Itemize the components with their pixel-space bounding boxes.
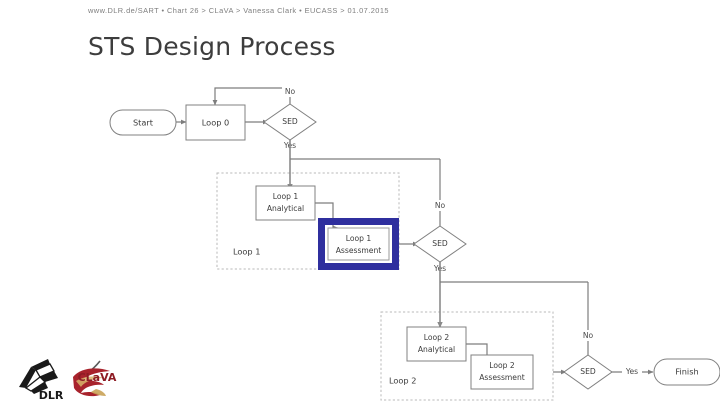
page-title: STS Design Process <box>88 32 336 61</box>
edge-label-sed1-no: No <box>435 201 446 210</box>
group-loop1-label: Loop 1 <box>233 247 260 257</box>
node-loop0[interactable]: Loop 0 <box>185 104 246 141</box>
node-finish[interactable]: Finish <box>653 358 720 386</box>
node-sed0[interactable]: SED <box>263 103 317 141</box>
node-sed2[interactable]: SED <box>563 354 613 390</box>
node-loop1-assessment[interactable]: Loop 1 Assessment <box>318 218 399 270</box>
node-sed0-label: SED <box>282 117 298 126</box>
group-loop2: Loop 2 <box>380 311 554 401</box>
node-loop1-assessment-label-1: Loop 1 <box>346 234 372 243</box>
node-sed2-label: SED <box>580 367 596 376</box>
node-loop1-analytical-label-1: Loop 1 <box>273 192 299 201</box>
node-loop1-analytical-label-2: Analytical <box>267 204 304 213</box>
edge-label-sed2-yes: Yes <box>625 367 638 376</box>
node-loop1-assessment-label-2: Assessment <box>336 246 382 255</box>
dlr-logo: DLR <box>19 359 64 401</box>
node-start-label: Start <box>133 118 154 128</box>
mask-sed1-no <box>431 200 449 211</box>
group-loop2-label: Loop 2 <box>389 376 416 386</box>
node-loop2-assessment-label-2: Assessment <box>479 373 525 382</box>
node-finish-shape[interactable] <box>653 358 720 386</box>
node-start[interactable]: Start <box>109 109 177 136</box>
mask-sed0-yes <box>282 139 301 151</box>
node-loop2-analytical-label-1: Loop 2 <box>424 333 450 342</box>
group-loop2-box <box>380 311 554 401</box>
clava-logo-mark <box>73 360 110 397</box>
dlr-logo-mark <box>19 359 58 394</box>
mask-sed0-no <box>282 86 299 97</box>
node-finish-label: Finish <box>675 367 698 377</box>
node-loop1-analytical[interactable]: Loop 1 Analytical <box>255 185 316 221</box>
node-sed2-shape[interactable] <box>563 354 613 390</box>
dlr-logo-text: DLR <box>39 389 64 401</box>
edge-label-sed2-no: No <box>583 331 594 340</box>
mask-sed2-yes <box>622 366 642 378</box>
clava-logo-text: CLaVA <box>78 371 117 384</box>
node-loop2-assessment-label-1: Loop 2 <box>489 361 515 370</box>
node-sed0-shape[interactable] <box>263 103 317 141</box>
edge-sed0-no-feedback <box>212 87 291 106</box>
node-loop2-assessment[interactable]: Loop 2 Assessment <box>470 354 534 390</box>
node-loop2-analytical[interactable]: Loop 2 Analytical <box>406 326 467 362</box>
mask-sed2-no <box>579 330 597 341</box>
node-start-shape[interactable] <box>109 109 177 136</box>
node-loop2-assessment-shape[interactable] <box>470 354 534 390</box>
node-loop2-analytical-label-2: Analytical <box>418 345 455 354</box>
slide-breadcrumb-header: www.DLR.de/SART • Chart 26 > CLaVA > Van… <box>88 6 389 15</box>
node-loop1-assessment-shape[interactable] <box>327 227 390 261</box>
node-sed1[interactable]: SED <box>413 225 467 263</box>
node-loop2-analytical-shape[interactable] <box>406 326 467 362</box>
node-sed1-shape[interactable] <box>413 225 467 263</box>
clava-logo: CLaVA <box>73 360 117 397</box>
edge-label-sed0-no-text: No <box>285 87 296 96</box>
node-loop0-label: Loop 0 <box>202 118 229 128</box>
node-loop0-shape[interactable] <box>185 104 246 141</box>
node-loop1-analytical-shape[interactable] <box>255 185 316 221</box>
node-loop1-assessment-highlight-frame <box>318 218 399 270</box>
node-sed1-label: SED <box>432 239 448 248</box>
